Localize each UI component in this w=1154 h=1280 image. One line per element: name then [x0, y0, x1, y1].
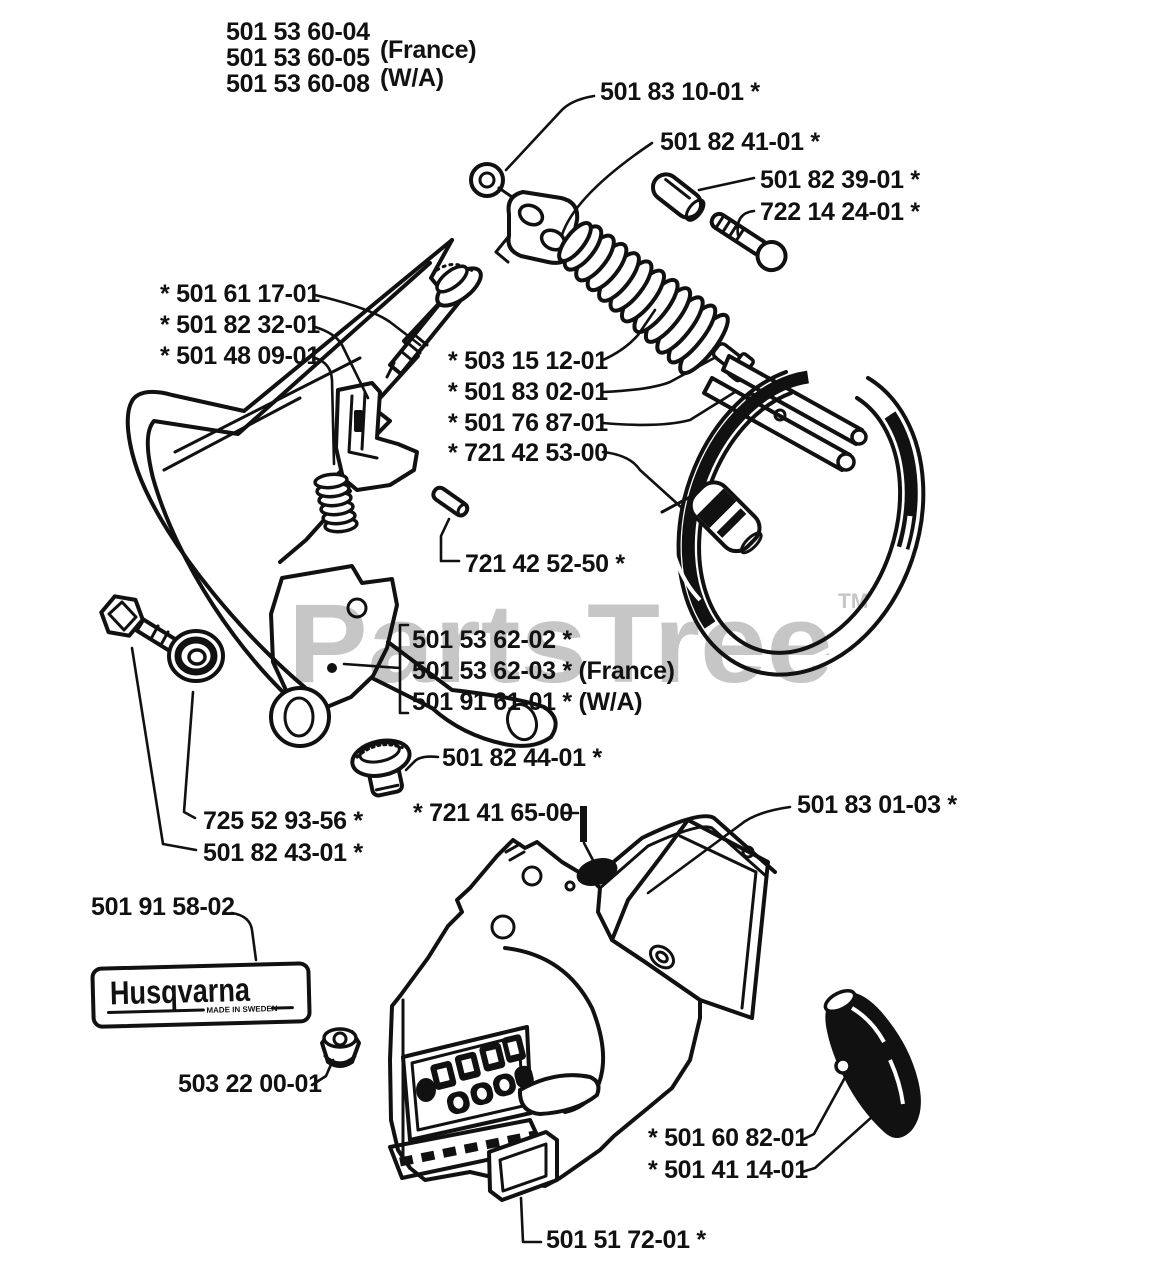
part-bushing	[167, 629, 225, 683]
part-sleeve	[650, 172, 706, 222]
part-tray	[487, 1130, 559, 1202]
part-clutch-cover	[388, 814, 777, 1188]
callout: 721 42 52-50 *	[465, 550, 625, 578]
callout: * 503 15 12-01	[448, 347, 608, 375]
part-lever-plate	[269, 564, 558, 748]
part-chain-catcher	[823, 988, 921, 1139]
leader-lines	[130, 94, 895, 1244]
part-anchor-pin	[660, 495, 692, 514]
callout: 503 22 00-01	[178, 1070, 322, 1098]
callout: * 501 41 14-01	[648, 1156, 808, 1184]
part-band-anchor	[688, 480, 763, 555]
brand-plate-name: Husqvarna	[109, 971, 250, 1012]
callout: 501 82 43-01 *	[203, 839, 363, 867]
callout: 501 91 61-01 * (W/A)	[412, 688, 642, 716]
part-brake-band	[666, 370, 926, 677]
brand-plate-caption: MADE IN SWEDEN	[206, 1004, 278, 1015]
part-latch-block	[334, 381, 419, 492]
callout: * 501 82 32-01	[160, 311, 320, 339]
callout: * 501 48 09-01	[160, 342, 320, 370]
callout: 725 52 93-56 *	[203, 807, 363, 835]
callout: 501 91 58-02	[91, 893, 235, 921]
callout: 501 83 01-03 *	[797, 791, 957, 819]
part-pin	[431, 485, 470, 518]
callout: 501 53 60-08	[226, 70, 370, 98]
callout: 501 53 60-04	[226, 18, 370, 46]
part-nut	[320, 1027, 361, 1068]
callout: 501 53 60-05	[226, 44, 370, 72]
callout: 501 82 41-01 *	[660, 128, 820, 156]
part-plunger	[385, 263, 483, 379]
callout: 501 53 62-02 *	[412, 626, 572, 654]
part-catcher-screw	[834, 1048, 868, 1075]
callout-labels: 501 53 60-04 501 53 60-05 501 53 60-08 (…	[91, 18, 958, 1254]
brand-plate: Husqvarna MADE IN SWEDEN	[90, 961, 312, 1029]
callout: * 501 60 82-01	[648, 1124, 808, 1152]
callout: * 721 42 53-00	[448, 439, 608, 467]
callout: 501 51 72-01 *	[546, 1226, 706, 1254]
callout: (W/A)	[380, 64, 444, 92]
callout: 501 83 10-01 *	[600, 78, 760, 106]
part-knob	[350, 738, 412, 798]
part-clamp-block	[494, 190, 580, 265]
part-latch-spring	[313, 472, 359, 534]
callout: 501 82 39-01 *	[760, 166, 920, 194]
callout: * 721 41 65-00	[413, 799, 573, 827]
part-brake-spring	[557, 221, 730, 376]
callout: 501 53 62-03 * (France)	[412, 657, 675, 685]
callout: * 501 61 17-01	[160, 280, 320, 308]
part-pivot-bolt	[576, 806, 618, 886]
callout: 722 14 24-01 *	[760, 198, 920, 226]
callout: (France)	[380, 36, 476, 64]
callout: 501 82 44-01 *	[442, 744, 602, 772]
callout: * 501 83 02-01	[448, 378, 608, 406]
part-pivot-screw	[469, 162, 514, 199]
callout: * 501 76 87-01	[448, 409, 608, 437]
